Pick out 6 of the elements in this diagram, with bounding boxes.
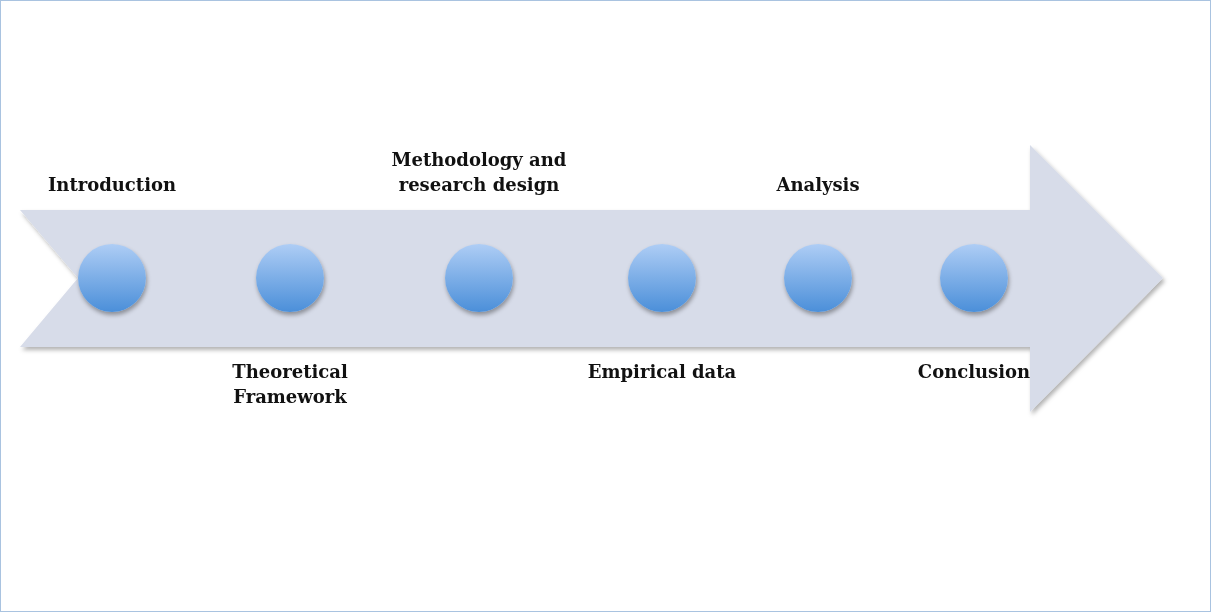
step-label: Empirical data bbox=[586, 360, 738, 384]
step-label: Analysis bbox=[775, 173, 861, 197]
step-label: Conclusion bbox=[916, 360, 1032, 384]
step-label: Methodology and research design bbox=[390, 148, 568, 197]
step-label: Theoretical Framework bbox=[231, 360, 349, 409]
step-label: Introduction bbox=[46, 173, 178, 197]
